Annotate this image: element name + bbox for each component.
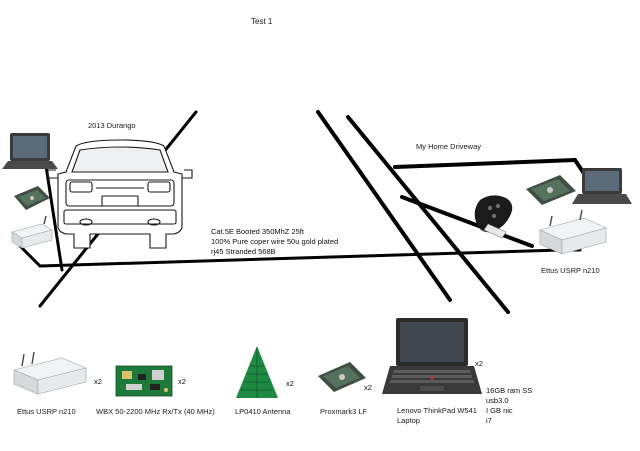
- driveway-line-diagonal: [400, 195, 534, 248]
- inventory-proxmark-icon: [318, 362, 366, 392]
- inventory-usrp-qty: x2: [94, 377, 102, 386]
- driveway-line-left-1: [316, 110, 452, 302]
- inventory-lenovo-laptop-icon: [382, 318, 482, 394]
- driveway-label: My Home Driveway: [416, 142, 482, 151]
- inventory-usrp-label: Ettus USRP n210: [17, 407, 76, 416]
- diagram-title: Test 1: [251, 17, 273, 26]
- inventory-wbx-label: WBX 50-2200 MHz Rx/Tx (40 MHz): [96, 407, 215, 416]
- inventory-lenovo-label: Lenovo ThinkPad W541: [397, 406, 477, 415]
- cable-spec-line: Cat.5E Booted 350MhZ 25ft: [211, 227, 304, 236]
- vehicle-label: 2013 Durango: [88, 121, 136, 130]
- right-usrp-label: Ettus USRP n210: [541, 266, 600, 275]
- inventory-proxmark-label: Proxmark3 LF: [320, 407, 368, 416]
- inventory-wbx-qty: x2: [178, 377, 186, 386]
- cable-spec-block: Cat.5E Booted 350MhZ 25ft 100% Pure cope…: [211, 227, 338, 257]
- right-laptop-icon: [572, 168, 632, 204]
- laptop-spec-line: I GB nic: [486, 406, 513, 415]
- left-usrp-icon: [11, 215, 53, 249]
- driveway-line-horizontal: [393, 158, 577, 169]
- laptop-spec-line: i7: [486, 416, 492, 425]
- cable-spec-line: 100% Pure coper wire 50u gold plated: [211, 237, 339, 246]
- inventory-lenovo-qty: x2: [475, 359, 483, 368]
- right-proxmark-icon: [526, 175, 576, 205]
- right-usrp-icon: [539, 209, 607, 255]
- cable-spec-line: rj45 Stranded 568B: [211, 247, 276, 256]
- durango-vehicle-icon: [47, 139, 193, 249]
- driveway-line-left-2: [346, 115, 510, 314]
- left-laptop-icon: [2, 133, 58, 169]
- laptop-spec-block: 16GB ram SS usb3.0 I GB nic i7: [486, 386, 532, 426]
- inventory-antenna-label: LP0410 Antenna: [235, 407, 291, 416]
- road-lines: [316, 110, 587, 314]
- key-fob-icon: [474, 195, 513, 239]
- laptop-spec-line: 16GB ram SS: [486, 386, 533, 395]
- inventory-antenna-qty: x2: [286, 379, 294, 388]
- inventory-antenna-icon: [236, 346, 278, 398]
- inventory-lenovo-label-2: Laptop: [397, 416, 420, 425]
- left-proxmark-icon: [14, 186, 50, 210]
- laptop-spec-line: usb3.0: [486, 396, 509, 405]
- inventory-proxmark-qty: x2: [364, 383, 372, 392]
- inventory-wbx-board-icon: [115, 365, 173, 397]
- inventory-usrp-icon: [13, 351, 87, 395]
